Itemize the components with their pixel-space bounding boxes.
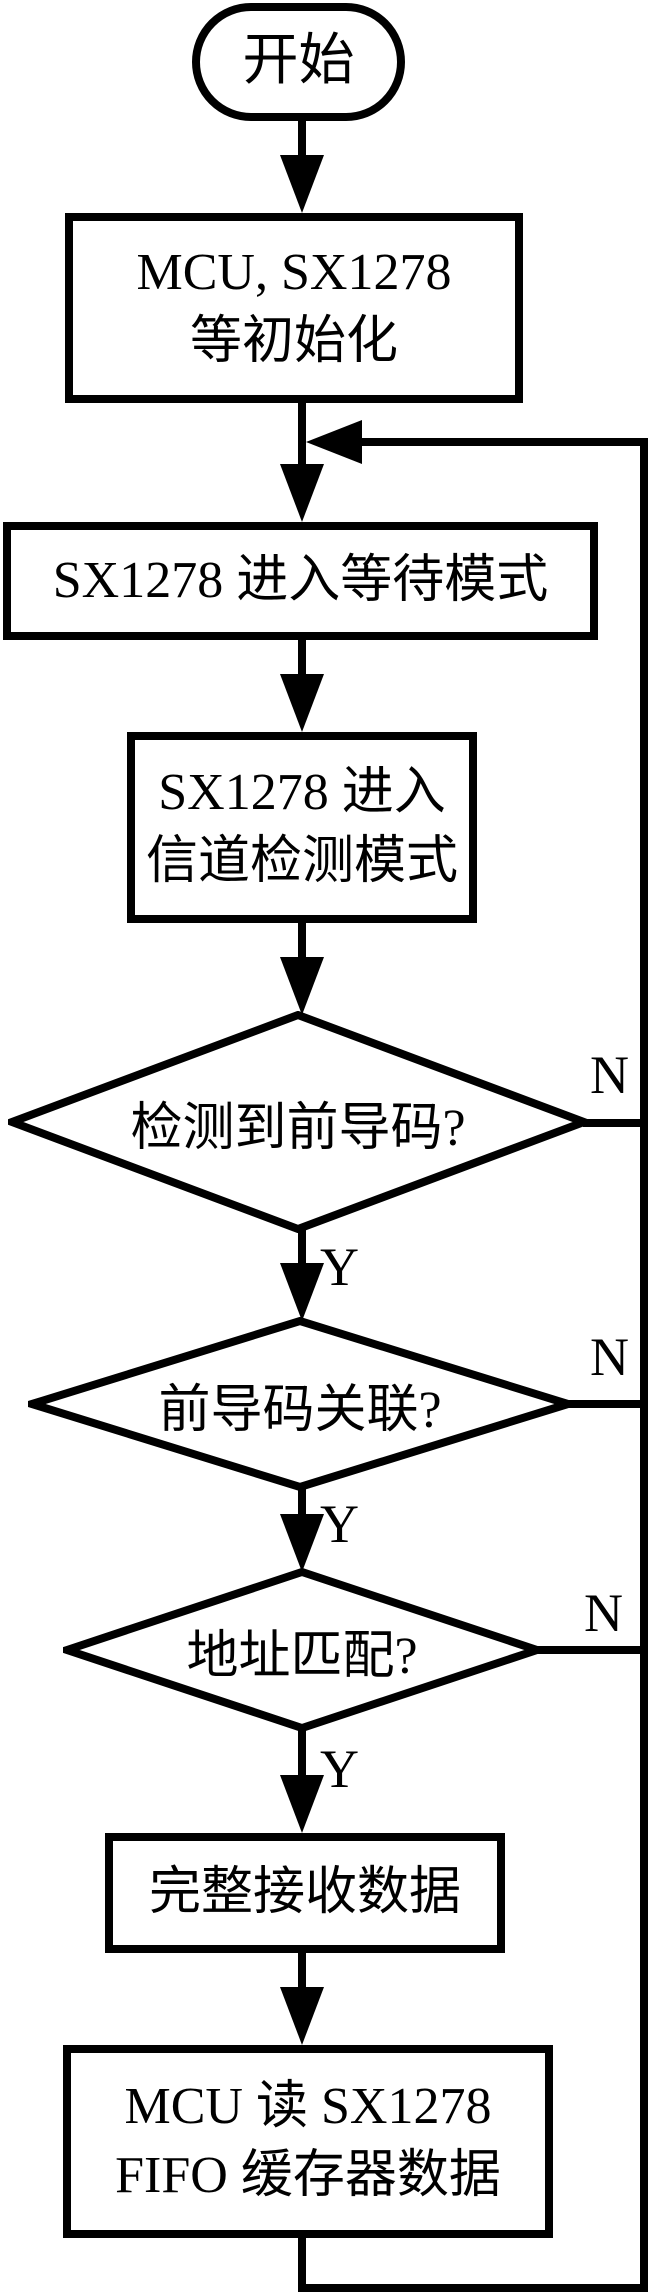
flow-line-init-standby [298,403,306,503]
arrowhead-into-receive [280,1775,324,1833]
arrowhead-into-standby [280,464,324,522]
decision-preamble-assoc: 前导码关联? [28,1317,572,1491]
init-box-line1: MCU, SX1278 [136,244,452,302]
standby-box-line1: SX1278 进入等待模式 [52,551,549,609]
flow-line-fifo-loop [298,2238,306,2292]
arrowhead-into-fifo [280,1987,324,2045]
decision-preamble-detect: 检测到前导码? [8,1011,588,1233]
cad-box-line1: SX1278 进入 [158,763,446,821]
init-box: MCU, SX1278 等初始化 [65,213,523,403]
decision-address-match: 地址匹配? [63,1568,541,1732]
feedback-arrowhead [306,420,362,464]
decision1-no-line [583,1119,648,1127]
flow-line-receive-fifo [298,1953,306,2013]
decision2-no-line [566,1400,648,1408]
init-box-line2: 等初始化 [189,313,398,370]
arrowhead-into-decision1 [280,957,324,1015]
cad-box: SX1278 进入 信道检测模式 [127,732,477,923]
standby-box: SX1278 进入等待模式 [3,522,598,640]
feedback-bottom-line [302,2284,648,2292]
fifo-box: MCU 读 SX1278 FIFO 缓存器数据 [63,2045,553,2238]
decision1-yes-label: Y [320,1237,359,1297]
arrowhead-into-cad [280,674,324,732]
flow-line-decision1-decision2 [298,1230,306,1290]
decision3-no-label: N [584,1583,623,1643]
feedback-right-line [640,438,648,2292]
receive-box-line1: 完整接收数据 [148,1863,461,1921]
decision-preamble-detect-label: 检测到前导码? [130,1099,466,1157]
arrowhead-into-decision2 [280,1263,324,1321]
decision2-no-label: N [590,1327,629,1387]
feedback-top-line [355,438,648,446]
decision-preamble-assoc-label: 前导码关联? [158,1381,442,1439]
arrowhead-into-decision3 [280,1514,324,1572]
start-label: 开始 [242,30,355,93]
cad-box-line2: 信道检测模式 [145,832,458,890]
decision3-no-line [535,1646,648,1654]
arrowhead-into-init [280,155,324,213]
decision1-no-label: N [590,1045,629,1105]
start-node: 开始 [192,3,405,121]
fifo-box-line2: FIFO 缓存器数据 [115,2146,501,2204]
receive-box: 完整接收数据 [105,1833,505,1953]
decision3-yes-label: Y [320,1739,359,1799]
decision-address-match-label: 地址匹配? [186,1627,418,1685]
fifo-box-line1: MCU 读 SX1278 [124,2077,492,2135]
flow-line-decision3-receive [298,1728,306,1800]
decision2-yes-label: Y [320,1494,359,1554]
